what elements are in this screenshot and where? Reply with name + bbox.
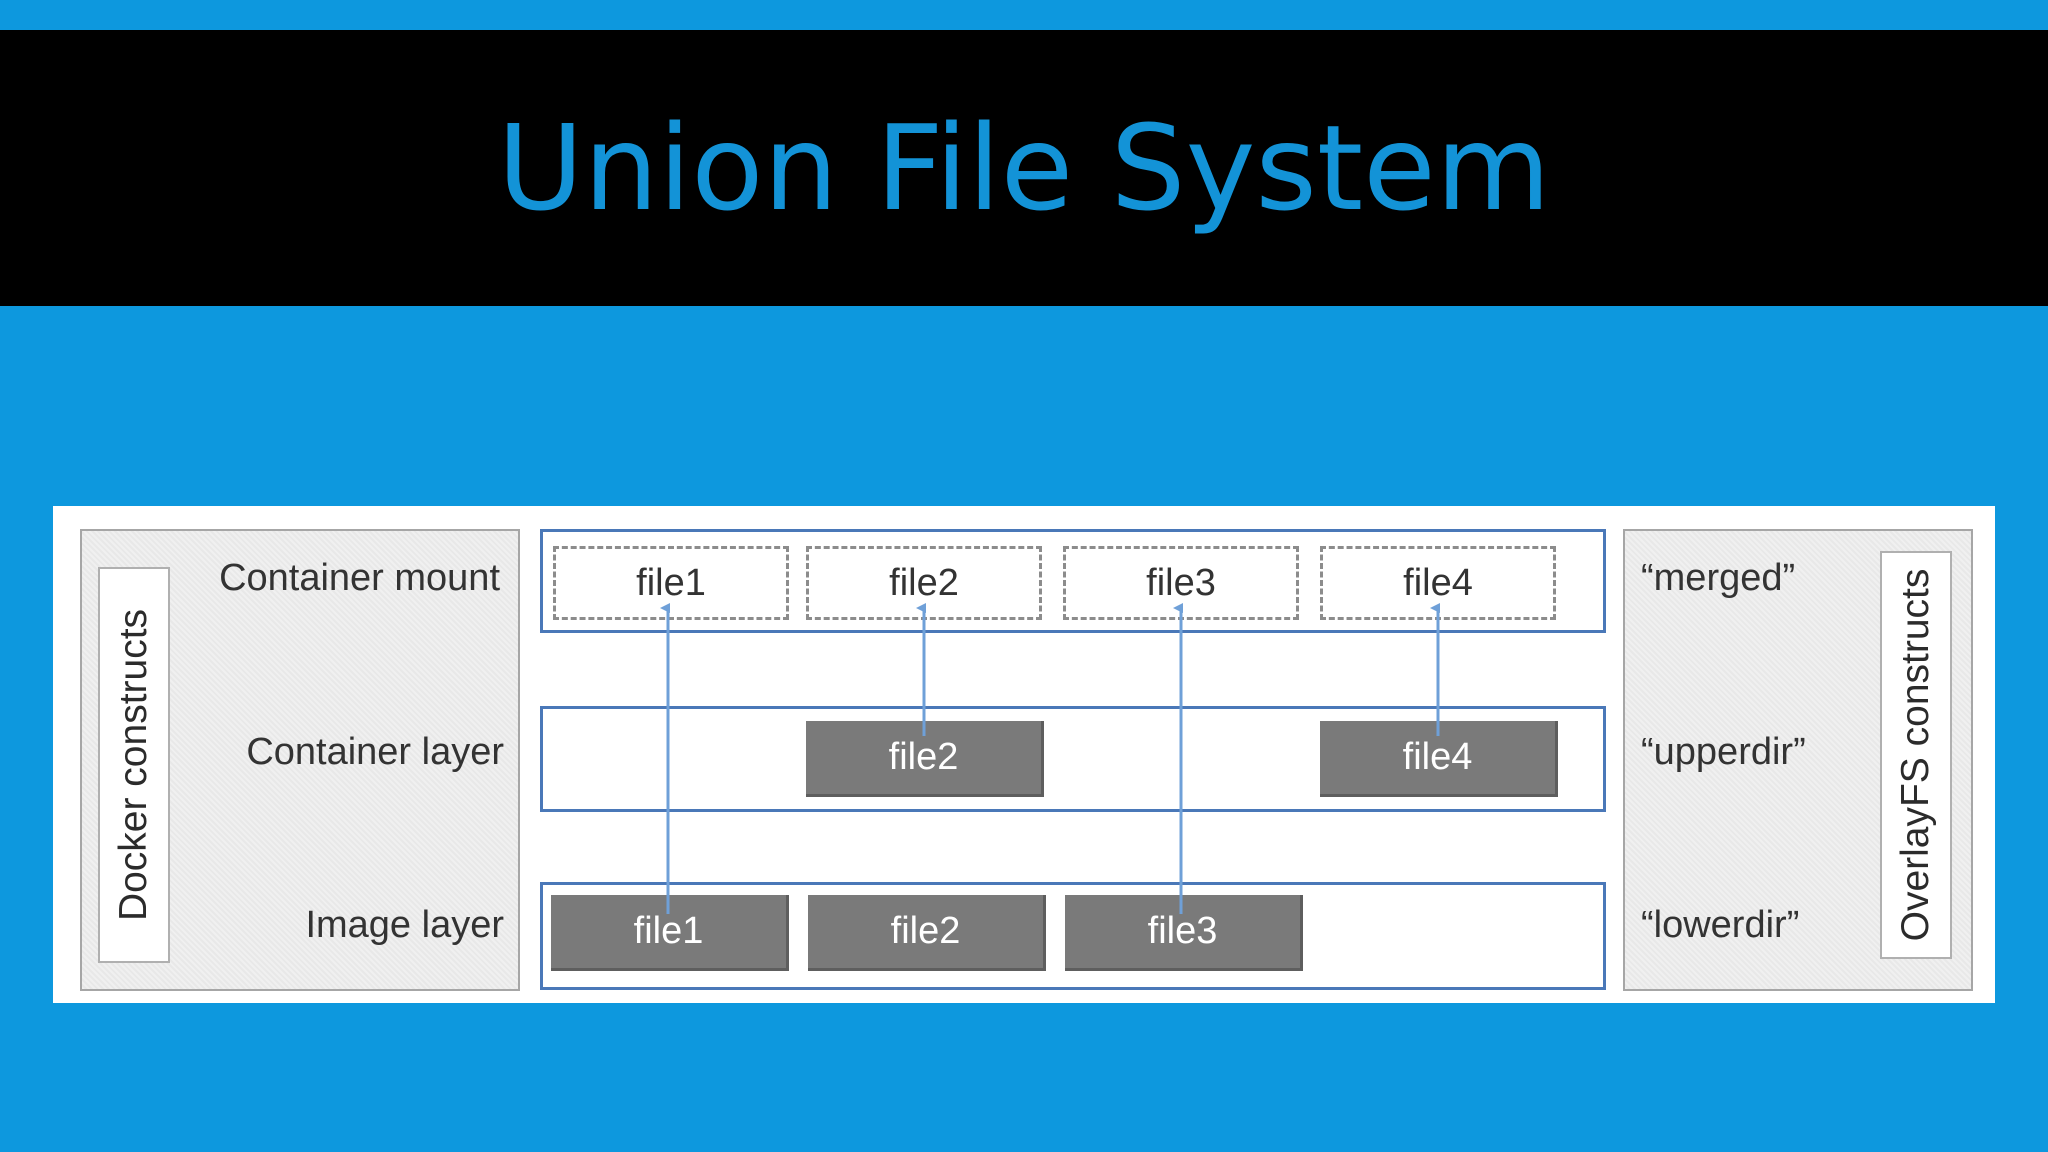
- row-label-container-mount: Container mount: [219, 557, 500, 599]
- title-bar: Union File System: [0, 30, 2048, 306]
- mount-file2: file2: [806, 546, 1042, 620]
- image-layer: file1 file2 file3: [540, 882, 1606, 990]
- row-label-image-layer: Image layer: [305, 904, 504, 946]
- image-file2: file2: [808, 895, 1046, 971]
- overlayfs-constructs-label: OverlayFS constructs: [1894, 568, 1937, 942]
- docker-constructs-panel: Docker constructs Container mount Contai…: [80, 529, 520, 991]
- overlay-label-upperdir: “upperdir”: [1641, 731, 1806, 773]
- docker-constructs-label-box: Docker constructs: [98, 567, 170, 963]
- row-label-container-layer: Container layer: [246, 731, 504, 773]
- container-file4: file4: [1320, 721, 1558, 797]
- overlay-label-lowerdir: “lowerdir”: [1641, 904, 1800, 946]
- image-file3: file3: [1065, 895, 1303, 971]
- container-mount-layer: file1 file2 file3 file4: [540, 529, 1606, 633]
- mount-file3: file3: [1063, 546, 1299, 620]
- container-layer: file2 file4: [540, 706, 1606, 812]
- page-title: Union File System: [497, 99, 1551, 237]
- overlay-label-merged: “merged”: [1641, 557, 1796, 599]
- container-file2: file2: [806, 721, 1044, 797]
- overlayfs-constructs-panel: “merged” “upperdir” “lowerdir” OverlayFS…: [1623, 529, 1973, 991]
- union-fs-diagram: Docker constructs Container mount Contai…: [53, 506, 1995, 1003]
- docker-constructs-label: Docker constructs: [112, 608, 155, 922]
- mount-file4: file4: [1320, 546, 1556, 620]
- image-file1: file1: [551, 895, 789, 971]
- mount-file1: file1: [553, 546, 789, 620]
- overlayfs-constructs-label-box: OverlayFS constructs: [1880, 551, 1952, 959]
